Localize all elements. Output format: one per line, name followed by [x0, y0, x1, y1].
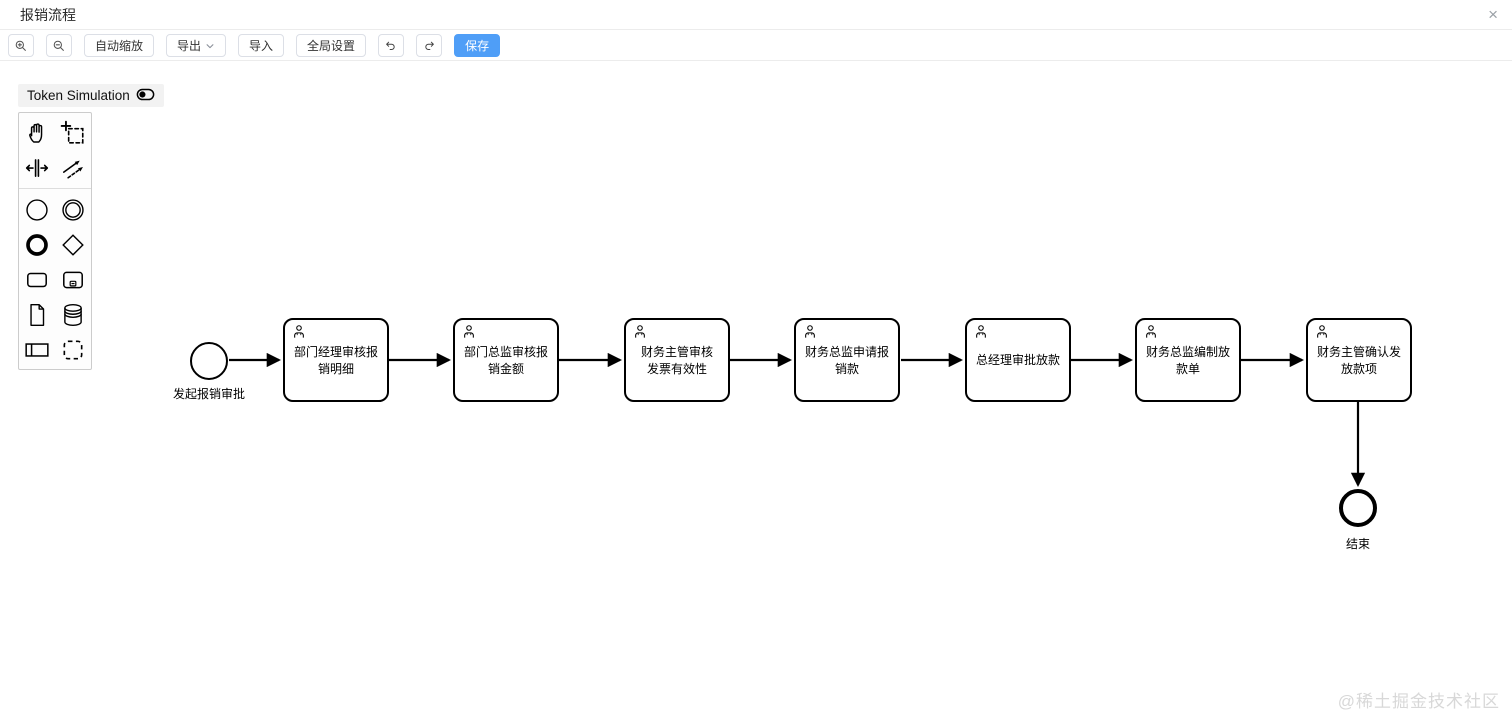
start-event[interactable]	[190, 342, 228, 380]
create-end-event-icon[interactable]	[19, 227, 55, 262]
task-label: 财务总监申请报 销款	[804, 345, 889, 377]
create-gateway-icon[interactable]	[55, 227, 91, 262]
create-data-store-icon[interactable]	[55, 297, 91, 332]
user-icon	[802, 324, 818, 345]
create-participant-icon[interactable]	[19, 332, 55, 367]
close-icon[interactable]: ×	[1488, 5, 1498, 24]
watermark: @稀土掘金技术社区	[1337, 692, 1500, 711]
import-label: 导入	[249, 39, 274, 53]
end-event-label: 结束	[1345, 537, 1370, 551]
chevron-down-icon	[205, 41, 215, 51]
page-title: 报销流程	[20, 7, 76, 23]
zoom-in-icon	[14, 39, 28, 53]
user-task-1[interactable]: 部门经理审核报 销明细	[283, 318, 389, 402]
task-label: 总经理审批放款	[975, 353, 1060, 368]
task-label: 部门经理审核报 销明细	[293, 345, 378, 377]
redo-icon	[422, 39, 436, 53]
user-task-5[interactable]: 总经理审批放款	[965, 318, 1071, 402]
zoom-in-button[interactable]	[8, 34, 34, 57]
user-icon	[461, 324, 477, 345]
header-bar: 报销流程 ×	[0, 0, 1512, 30]
user-task-2[interactable]: 部门总监审核报 销金额	[453, 318, 559, 402]
token-simulation-label: Token Simulation	[27, 88, 130, 103]
task-label: 财务主管审核 发票有效性	[640, 345, 713, 377]
lasso-tool-icon[interactable]	[55, 115, 91, 150]
user-task-7[interactable]: 财务主管确认发 放款项	[1306, 318, 1412, 402]
import-button[interactable]: 导入	[238, 34, 285, 57]
user-icon	[1143, 324, 1159, 345]
create-intermediate-event-icon[interactable]	[55, 192, 91, 227]
start-event-label: 发起报销审批	[172, 387, 245, 401]
global-settings-button[interactable]: 全局设置	[296, 34, 367, 57]
zoom-out-button[interactable]	[46, 34, 72, 57]
end-event[interactable]	[1339, 489, 1377, 527]
global-settings-label: 全局设置	[307, 39, 356, 53]
zoom-out-icon	[52, 39, 66, 53]
token-simulation-toggle[interactable]: Token Simulation	[18, 84, 164, 107]
export-label: 导出	[177, 39, 202, 53]
hand-tool-icon[interactable]	[19, 115, 55, 150]
create-group-icon[interactable]	[55, 332, 91, 367]
user-task-4[interactable]: 财务总监申请报 销款	[794, 318, 900, 402]
palette	[18, 112, 92, 370]
global-connect-tool-icon[interactable]	[55, 150, 91, 185]
task-label: 财务主管确认发 放款项	[1316, 345, 1401, 377]
undo-icon	[384, 39, 398, 53]
export-button[interactable]: 导出	[166, 34, 227, 57]
create-data-object-icon[interactable]	[19, 297, 55, 332]
create-task-icon[interactable]	[19, 262, 55, 297]
user-icon	[973, 324, 989, 345]
user-icon	[1314, 324, 1330, 345]
user-icon	[632, 324, 648, 345]
auto-zoom-button[interactable]: 自动缩放	[84, 34, 155, 57]
user-task-6[interactable]: 财务总监编制放 款单	[1135, 318, 1241, 402]
palette-separator	[19, 188, 91, 189]
toolbar: 自动缩放 导出 导入 全局设置 保存	[0, 31, 1512, 61]
user-icon	[291, 324, 307, 345]
create-start-event-icon[interactable]	[19, 192, 55, 227]
auto-zoom-label: 自动缩放	[95, 39, 144, 53]
task-label: 财务总监编制放 款单	[1145, 345, 1230, 377]
redo-button[interactable]	[416, 34, 443, 57]
undo-button[interactable]	[378, 34, 405, 57]
toggle-switch-icon	[136, 86, 155, 106]
user-task-3[interactable]: 财务主管审核 发票有效性	[624, 318, 730, 402]
task-label: 部门总监审核报 销金额	[463, 345, 548, 377]
space-tool-icon[interactable]	[19, 150, 55, 185]
save-label: 保存	[465, 39, 490, 53]
create-subprocess-icon[interactable]	[55, 262, 91, 297]
save-button[interactable]: 保存	[454, 34, 501, 57]
